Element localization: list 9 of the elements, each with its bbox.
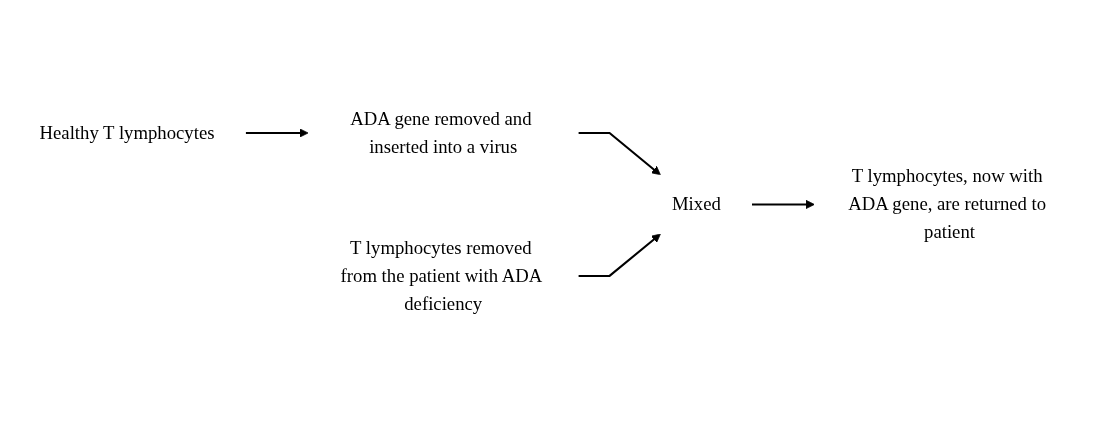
arrow [245, 128, 309, 138]
node-text: Healthy T lymphocytes [39, 122, 215, 143]
node-text: ADA gene removed and inserted into a virus [350, 108, 532, 157]
arrow [578, 233, 661, 277]
arrow [578, 131, 661, 176]
node-text: T lymphocytes, now with ADA gene, are returned to patient [848, 165, 1047, 243]
node-text: Mixed [671, 193, 721, 215]
node-text: T lymphocytes removed from the patient with ADA deficiency [340, 236, 542, 314]
arrow [752, 199, 815, 210]
